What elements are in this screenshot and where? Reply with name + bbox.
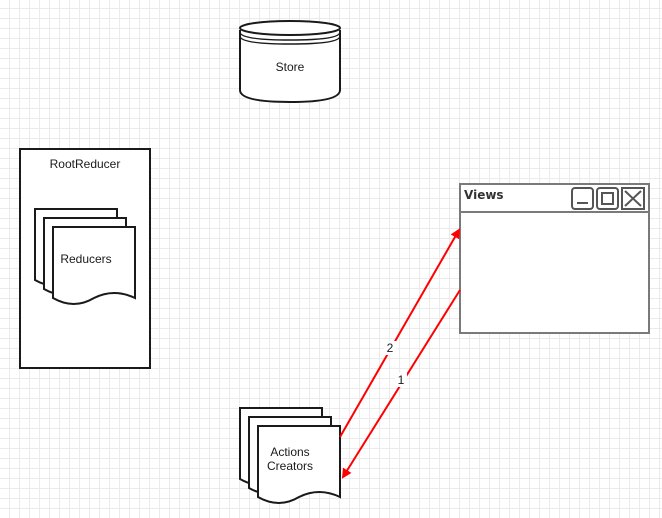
views-title: Views bbox=[464, 188, 504, 202]
root-reducer-label: RootReducer bbox=[50, 157, 121, 171]
actions-creators-node[interactable]: Actions Creators bbox=[239, 407, 341, 504]
actions-creators-label-line2: Creators bbox=[267, 459, 313, 473]
edge-label-bg bbox=[384, 341, 396, 355]
root-reducer-node[interactable]: RootReducer Reducers bbox=[19, 148, 151, 369]
store-node[interactable]: Store bbox=[239, 20, 341, 104]
views-window[interactable]: Views bbox=[459, 183, 650, 334]
edge-label-1: 1 bbox=[398, 373, 405, 387]
edge-label-bg bbox=[395, 373, 407, 387]
edge-label-2: 2 bbox=[387, 341, 394, 355]
reducers-label: Reducers bbox=[60, 252, 111, 266]
minimize-icon[interactable] bbox=[571, 187, 594, 210]
maximize-icon[interactable] bbox=[596, 187, 619, 210]
store-label: Store bbox=[276, 60, 305, 74]
edge-actions-to-views[interactable]: 2 bbox=[339, 228, 460, 438]
reducers-node[interactable]: Reducers bbox=[34, 208, 136, 305]
close-icon[interactable] bbox=[621, 187, 645, 210]
actions-creators-label-line1: Actions bbox=[270, 445, 309, 459]
edge-views-to-actions[interactable]: 1 bbox=[341, 289, 461, 479]
